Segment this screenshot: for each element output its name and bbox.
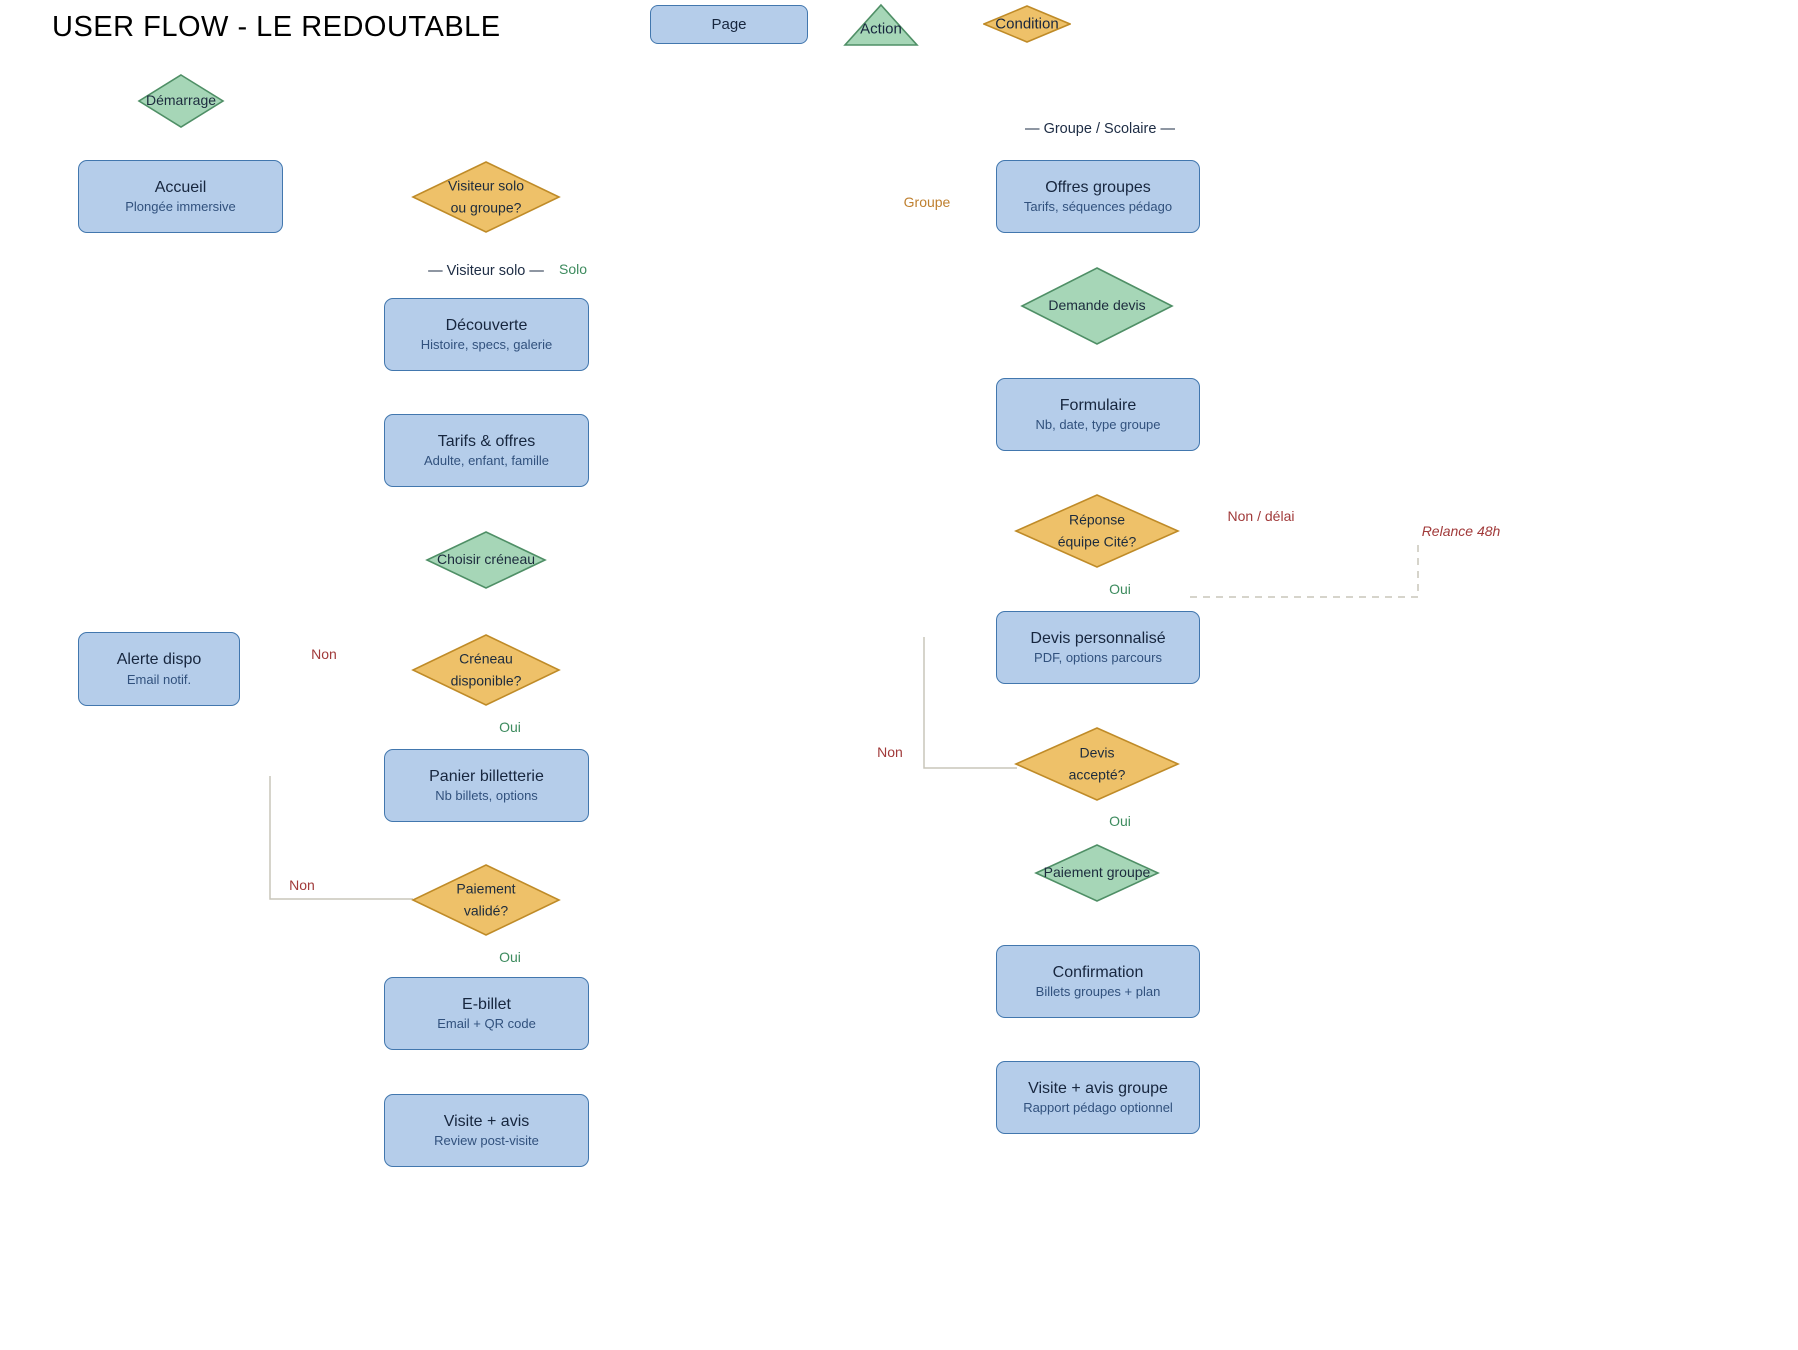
node-title: Accueil: [154, 178, 207, 196]
node-subtitle: Review post-visite: [434, 1133, 539, 1149]
node-subtitle: Nb, date, type groupe: [1035, 417, 1161, 433]
connector-dashed-relance-return: [1190, 545, 1419, 598]
action-diamond-icon: [425, 531, 547, 589]
page-title: USER FLOW - LE REDOUTABLE: [52, 11, 501, 43]
label-edge-solo: Solo: [558, 261, 588, 277]
node-subtitle: Adulte, enfant, famille: [423, 453, 550, 469]
action-diamond-icon: [1020, 267, 1174, 345]
node-subtitle: Billets groupes + plan: [1035, 984, 1161, 1000]
node-title: Visite + avis groupe: [1028, 1079, 1168, 1097]
node-subtitle: Histoire, specs, galerie: [420, 337, 553, 353]
condition-diamond-icon: [411, 161, 561, 233]
node-title: Visite + avis: [443, 1112, 530, 1130]
node-choisir-creneau[interactable]: Choisir créneau: [425, 531, 547, 589]
label-edge-oui-creneau: Oui: [499, 719, 521, 735]
label-edge-oui-reponse: Oui: [1109, 581, 1131, 597]
action-diamond-icon: [1034, 844, 1160, 902]
label-edge-non-creneau: Non: [311, 646, 337, 662]
node-title: Formulaire: [1059, 396, 1137, 414]
node-title: Découverte: [445, 316, 528, 334]
label-section-groupe-scolaire: — Groupe / Scolaire —: [1025, 121, 1175, 137]
label-edge-oui-devis: Oui: [1109, 813, 1131, 829]
condition-diamond-icon: [1014, 727, 1180, 801]
legend-page-label: Page: [711, 16, 747, 33]
label-edge-oui-paiement: Oui: [499, 949, 521, 965]
label-edge-groupe: Groupe: [903, 194, 951, 210]
condition-diamond-icon: [411, 634, 561, 706]
legend-condition: Condition: [981, 5, 1073, 43]
action-triangle-icon: [843, 3, 919, 46]
condition-diamond-icon: [411, 864, 561, 936]
condition-diamond-icon: [1014, 494, 1180, 568]
condition-diamond-icon: [981, 5, 1073, 43]
legend-page: Page: [650, 5, 808, 44]
node-title: Confirmation: [1052, 963, 1144, 981]
node-paiement-groupe[interactable]: Paiement groupe: [1034, 844, 1160, 902]
legend-condition-label: Condition: [995, 15, 1059, 33]
node-subtitle: PDF, options parcours: [1034, 650, 1162, 666]
node-title: Panier billetterie: [429, 767, 544, 785]
node-subtitle: Plongée immersive: [125, 199, 236, 215]
legend-action-label: Action: [860, 20, 902, 38]
label-edge-non-devis: Non: [877, 744, 903, 760]
label-edge-non-paiement: Non: [289, 877, 315, 893]
node-subtitle: Rapport pédago optionnel: [1023, 1100, 1173, 1116]
label-edge-non-delai: Non / délai: [1227, 508, 1295, 524]
node-label: Demande devis: [1048, 297, 1146, 314]
node-subtitle: Tarifs, séquences pédago: [1023, 199, 1173, 215]
label-section-visiteur-solo: — Visiteur solo —: [428, 263, 544, 279]
label-note-relance-48h: Relance 48h: [1421, 523, 1501, 539]
node-title: Tarifs & offres: [437, 432, 536, 450]
node-title: E-billet: [462, 995, 511, 1013]
node-subtitle: Email notif.: [126, 671, 192, 687]
legend-action: Action: [843, 3, 919, 47]
node-title: Offres groupes: [1045, 178, 1151, 196]
node-demarrage[interactable]: Démarrage: [137, 74, 225, 128]
node-label: Démarrage: [145, 92, 217, 109]
node-panier-billetterie[interactable]: Panier billetterie Nb billets, options: [384, 749, 589, 822]
node-title: Devis personnalisé: [1030, 629, 1166, 647]
action-diamond-icon: [137, 74, 225, 128]
node-label: Paiement groupe: [1043, 864, 1151, 881]
node-title: Alerte dispo: [116, 651, 202, 669]
node-label: Choisir créneau: [436, 551, 536, 568]
node-subtitle: Nb billets, options: [435, 788, 538, 804]
node-subtitle: Email + QR code: [437, 1016, 536, 1032]
node-demande-devis[interactable]: Demande devis: [1020, 267, 1174, 345]
